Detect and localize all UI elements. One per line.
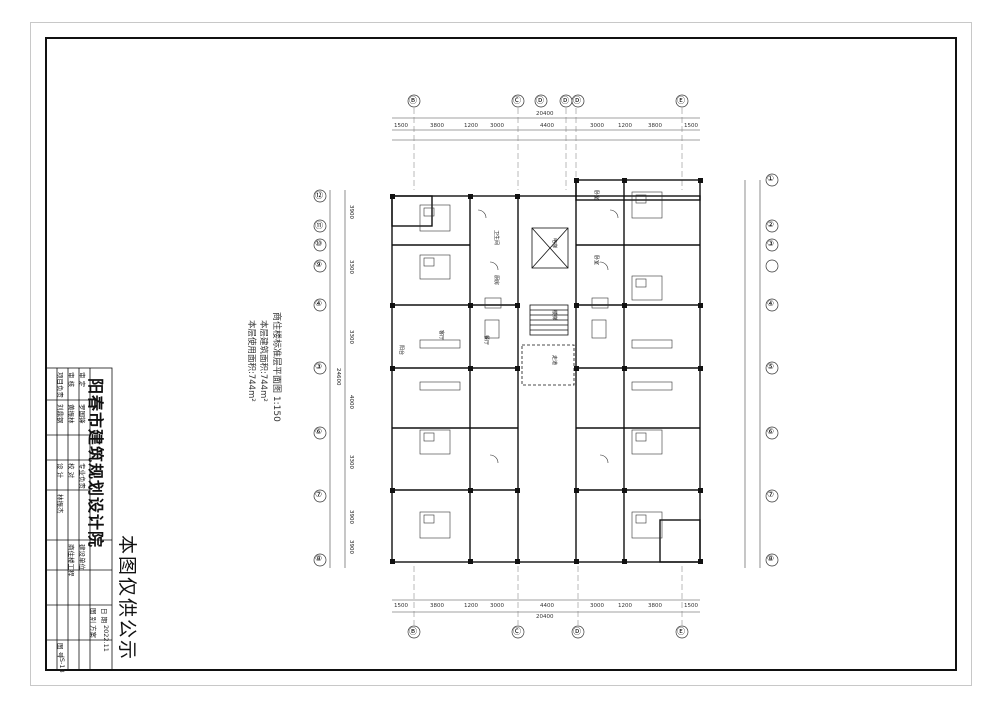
- tb-role: 审 定: [78, 372, 86, 388]
- building-walls: [391, 179, 701, 563]
- room-label: 客厅: [438, 330, 444, 341]
- axis-label: ④: [767, 299, 775, 308]
- dim-text: 1500: [684, 603, 698, 609]
- dim-text: 3800: [648, 123, 662, 129]
- axis-label: ⑩: [315, 239, 323, 248]
- axis-label: ④: [315, 299, 323, 308]
- axis-label: Ⓓ: [561, 96, 569, 105]
- area-line-2: 本层使用面积:744m²: [246, 320, 256, 402]
- dimension-lines: [329, 117, 761, 613]
- tb-role: 项目负责: [56, 372, 64, 398]
- dim-text: 3900: [348, 205, 354, 219]
- dim-text: 1200: [618, 123, 632, 129]
- dim-text: 3000: [490, 123, 504, 129]
- dim-text: 4000: [348, 395, 354, 409]
- public-notice: 本图仅供公示: [116, 535, 138, 662]
- tb-date-value: 2022.11: [102, 625, 110, 652]
- room-label: 阳台: [398, 345, 404, 356]
- axis-label: ⑪: [315, 221, 323, 230]
- axis-label: Ⓒ: [513, 627, 521, 636]
- tb-name: 林振杰: [56, 494, 64, 514]
- dim-text: 3900: [348, 540, 354, 554]
- dim-text: 1200: [618, 603, 632, 609]
- tb-sheet-value: JS-18: [58, 656, 66, 673]
- axis-label: ⑨: [315, 260, 323, 269]
- room-label: 餐厅: [483, 335, 489, 346]
- room-label: 厨房: [493, 275, 499, 286]
- structural-columns: [390, 178, 703, 564]
- tb-role: 专业负责: [78, 463, 86, 489]
- axis-label: Ⓔ: [677, 96, 685, 105]
- axis-label: ⑤: [767, 362, 775, 371]
- axis-label: ②: [767, 220, 775, 229]
- axis-label: ⑥: [767, 427, 775, 436]
- tb-project-name: 商住楼工程: [67, 544, 75, 577]
- dim-total-side: 24600: [335, 368, 341, 386]
- core-elevator-stair: [521, 227, 575, 386]
- drawing-sheet: [30, 22, 972, 686]
- dim-text: 4400: [540, 123, 554, 129]
- axis-label: ⑦: [315, 490, 323, 499]
- axis-label: Ⓓ: [573, 627, 581, 636]
- tb-name: 黄振林: [67, 404, 75, 424]
- axis-label: ⑧: [315, 554, 323, 563]
- tb-project-label: 建设单位: [78, 544, 86, 570]
- tb-stage-value: 方案: [89, 625, 97, 638]
- room-label: 卧室: [593, 190, 599, 201]
- axis-label: ⑫: [315, 191, 323, 200]
- dim-text: 1500: [394, 603, 408, 609]
- room-label: 走道: [551, 355, 557, 366]
- title-block: [45, 367, 113, 671]
- dim-text: 3000: [590, 603, 604, 609]
- dim-text: 3300: [348, 330, 354, 344]
- axis-label: Ⓓ: [536, 96, 544, 105]
- dim-text: 1500: [684, 123, 698, 129]
- dim-text: 1200: [464, 603, 478, 609]
- tb-name: 罗国锋: [78, 404, 86, 424]
- tb-date-label: 日 期: [100, 608, 108, 624]
- axis-label: Ⓒ: [513, 96, 521, 105]
- dim-text: 3900: [348, 510, 354, 524]
- room-label: 楼梯: [551, 310, 557, 321]
- tb-role: 校 对: [67, 463, 75, 479]
- dim-text: 4400: [540, 603, 554, 609]
- axis-label: ⑧: [767, 554, 775, 563]
- dim-total-bottom: 20400: [536, 614, 554, 620]
- dim-text: 3300: [348, 455, 354, 469]
- institute-name: 阳春市建筑规划设计院: [86, 378, 105, 549]
- axis-label: ③: [767, 239, 775, 248]
- tb-role: 审 核: [67, 372, 75, 388]
- room-label: 电梯: [551, 238, 557, 249]
- dim-text: 3300: [348, 260, 354, 274]
- axis-grid: [413, 108, 683, 625]
- drawing-frame: [45, 37, 957, 671]
- area-line-1: 本层建筑面积:744m²: [258, 320, 268, 402]
- axis-label: Ⓑ: [409, 96, 417, 105]
- axis-label: ⑥: [315, 427, 323, 436]
- dim-total-top: 20400: [536, 111, 554, 117]
- axis-label: ⑦: [767, 490, 775, 499]
- axis-label: ③: [315, 362, 323, 371]
- dim-text: 3000: [490, 603, 504, 609]
- dim-text: 3800: [648, 603, 662, 609]
- axis-label: Ⓑ: [409, 627, 417, 636]
- furniture: [419, 191, 673, 539]
- dim-text: 3800: [430, 123, 444, 129]
- tb-role: 设 计: [56, 463, 64, 479]
- axis-label: Ⓔ: [677, 627, 685, 636]
- dim-text: 1500: [394, 123, 408, 129]
- room-label: 卧室: [593, 255, 599, 266]
- dim-text: 3800: [430, 603, 444, 609]
- axis-label: Ⓓ: [573, 96, 581, 105]
- axis-label: ①: [767, 174, 775, 183]
- tb-stage-label: 图 别: [89, 608, 97, 624]
- room-label: 卫生间: [493, 230, 499, 246]
- axis-bubbles: [313, 94, 779, 639]
- dim-text: 1200: [464, 123, 478, 129]
- dim-text: 3000: [590, 123, 604, 129]
- tb-name: 刘鼎钢: [56, 404, 64, 424]
- plan-title: 商住楼标准层平面图 1:150: [271, 312, 281, 422]
